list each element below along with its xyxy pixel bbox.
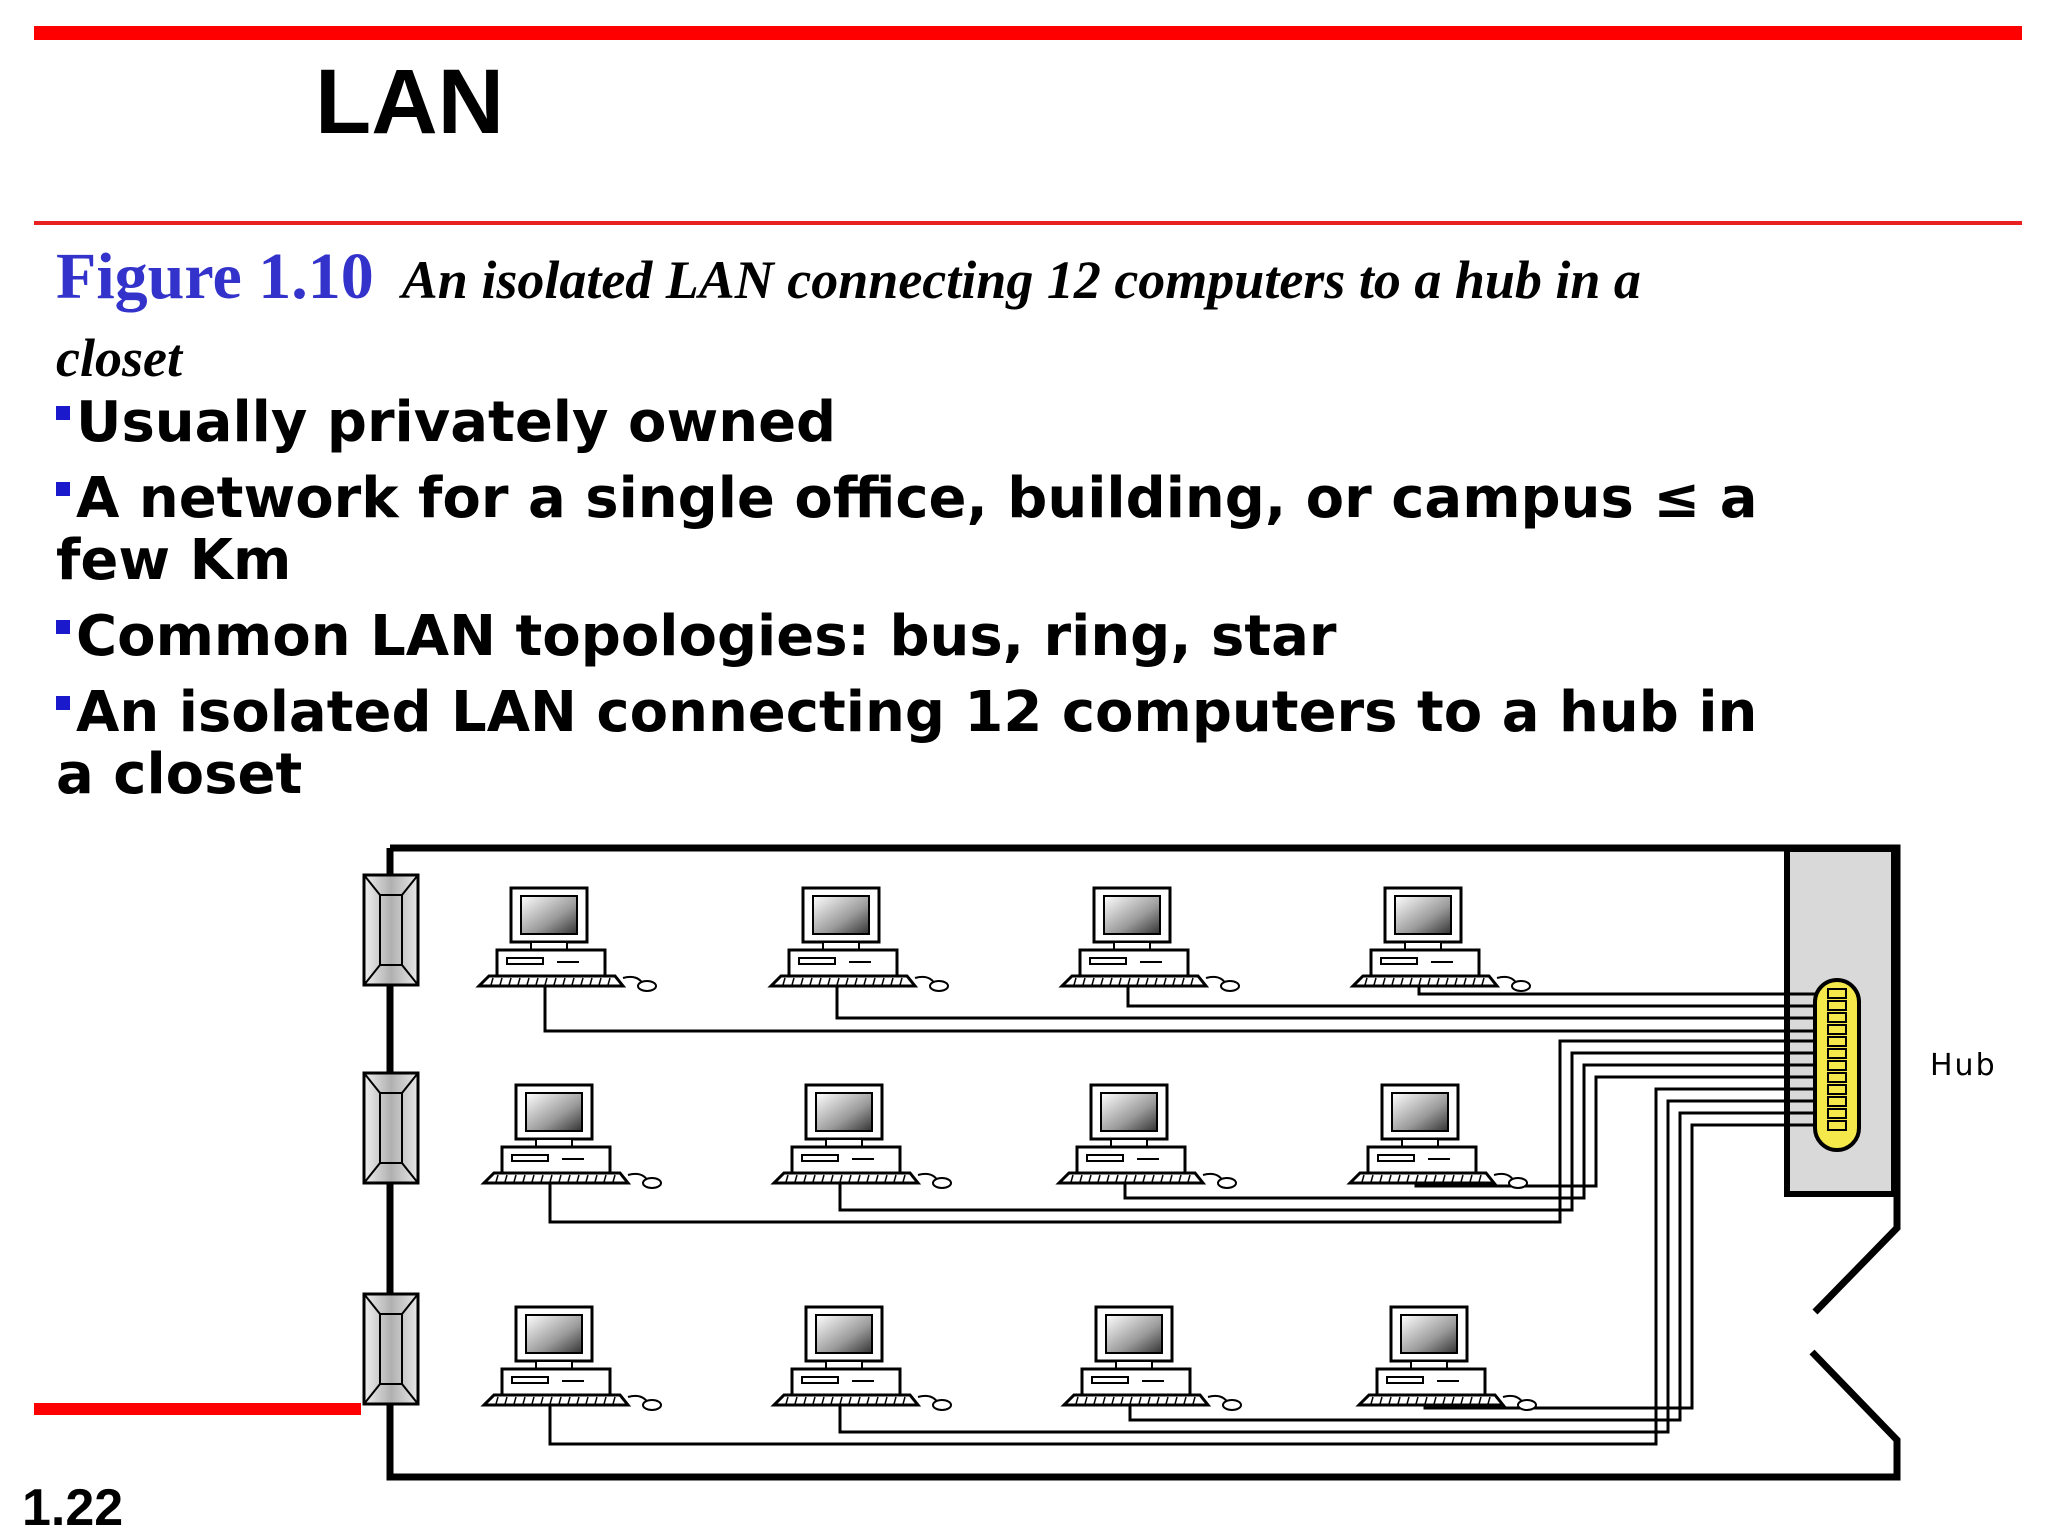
bullet-item: A network for a single office, building,… (56, 468, 1776, 592)
hub-port (1827, 1024, 1847, 1035)
door-icon (362, 1292, 420, 1406)
top-red-rule (34, 26, 2022, 40)
bullet-square-icon (56, 482, 70, 496)
bullet-text: Usually privately owned (76, 390, 837, 455)
cable-bundle (543, 986, 1830, 1446)
computer-icon (1060, 1305, 1242, 1411)
cable-line (543, 986, 1830, 1033)
bullet-square-icon (56, 406, 70, 420)
computer-icon (480, 1305, 662, 1411)
door-icon (362, 873, 420, 987)
bullet-item: Usually privately owned (56, 392, 1776, 454)
cable-line (838, 1099, 1830, 1434)
cable-line (1128, 1111, 1830, 1422)
hub-port (1827, 1060, 1847, 1071)
cable-line (1123, 1063, 1830, 1200)
cable-line (838, 1051, 1830, 1212)
hub-port (1827, 1000, 1847, 1011)
bullet-square-icon (56, 696, 70, 710)
bullet-square-icon (56, 620, 70, 634)
hub-port (1827, 1072, 1847, 1083)
cable-line (548, 1039, 1830, 1224)
hub-port (1827, 1120, 1847, 1131)
door-icon (362, 1071, 420, 1185)
cable-line (1126, 986, 1830, 1008)
title-underline-rule (34, 221, 2022, 225)
hub-port (1827, 1096, 1847, 1107)
cable-line (1414, 1075, 1830, 1188)
bullet-item: An isolated LAN connecting 12 computers … (56, 682, 1776, 806)
bullet-text: An isolated LAN connecting 12 computers … (56, 680, 1758, 807)
hub-port (1827, 1012, 1847, 1023)
cable-line (835, 986, 1830, 1020)
computer-icon (1349, 886, 1531, 992)
figure-number: Figure 1.10 (56, 240, 374, 313)
computer-icon (767, 886, 949, 992)
computer-grid (475, 886, 1537, 1411)
cable-line (1423, 1123, 1830, 1410)
computer-icon (770, 1305, 952, 1411)
slide-title: LAN (315, 51, 505, 153)
computer-icon (770, 1083, 952, 1189)
computer-icon (475, 886, 657, 992)
computer-icon (1346, 1083, 1528, 1189)
figure-caption: An isolated LAN connecting 12 computers … (56, 250, 1641, 388)
hub-port (1827, 1048, 1847, 1059)
hub-port (1827, 1084, 1847, 1095)
computer-icon (1055, 1083, 1237, 1189)
bullet-item: Common LAN topologies: bus, ring, star (56, 606, 1776, 668)
bottom-red-rule (34, 1403, 361, 1415)
hub-port (1827, 1108, 1847, 1119)
hub-label: Hub (1930, 1048, 1997, 1083)
hub-port (1827, 1036, 1847, 1047)
bullet-list: Usually privately owned A network for a … (56, 392, 1776, 820)
bullet-text: A network for a single office, building,… (56, 466, 1758, 593)
hub-device (1813, 978, 1861, 1152)
computer-icon (1058, 886, 1240, 992)
page-number: 1.22 (22, 1479, 124, 1537)
cable-line (1417, 986, 1830, 996)
bullet-text: Common LAN topologies: bus, ring, star (76, 604, 1337, 669)
cable-line (548, 1087, 1830, 1446)
computer-icon (1355, 1305, 1537, 1411)
hub-port (1827, 988, 1847, 999)
computer-icon (480, 1083, 662, 1189)
